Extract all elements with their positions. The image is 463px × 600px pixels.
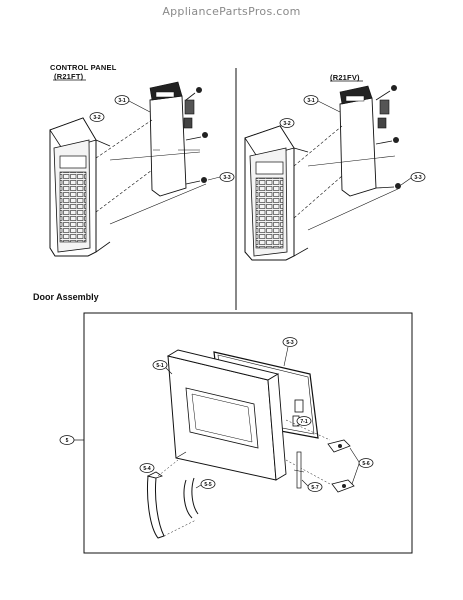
door-assembly-frame (83, 312, 413, 554)
svg-text:3-1: 3-1 (307, 98, 314, 104)
watermark: AppliancePartsPros.com (162, 5, 301, 18)
door-callout-5-7: 5-7 (301, 479, 323, 492)
right-callout-3-3: 3-3 (400, 172, 426, 186)
door-callout-5-1: 5-1 (152, 360, 173, 375)
left-panel-model: (R21FT) (54, 72, 84, 81)
svg-text:5-5: 5-5 (204, 482, 211, 488)
door-body (166, 349, 287, 481)
svg-text:7-1: 7-1 (300, 419, 307, 425)
door-callout-5-6: 5-6 (349, 447, 374, 485)
right-panel-model: (R21FV) (330, 73, 360, 82)
svg-text:5-1: 5-1 (156, 363, 163, 369)
right-callout-3-2: 3-2 (279, 118, 295, 128)
left-panel-title: CONTROL PANEL (50, 63, 117, 72)
right-control-panel (244, 85, 401, 261)
svg-text:3-2: 3-2 (283, 121, 290, 127)
left-callout-3-2: 3-2 (89, 112, 105, 122)
svg-text:3-1: 3-1 (118, 98, 125, 104)
svg-text:5-6: 5-6 (362, 461, 369, 467)
left-callout-3-1: 3-1 (114, 95, 151, 113)
left-control-panel (49, 81, 208, 257)
door-callout-5-3: 5-3 (282, 337, 298, 367)
door-hinge-parts (285, 399, 355, 493)
door-callout-5-4: 5-4 (139, 463, 155, 473)
svg-text:5-3: 5-3 (286, 340, 293, 346)
svg-text:3-3: 3-3 (223, 175, 230, 181)
right-callout-3-1: 3-1 (303, 95, 341, 113)
svg-text:5-4: 5-4 (143, 466, 150, 472)
svg-text:5: 5 (66, 438, 69, 444)
svg-text:5-7: 5-7 (311, 485, 318, 491)
door-callout-5-5: 5-5 (195, 479, 216, 489)
left-callout-3-3: 3-3 (207, 172, 235, 182)
svg-text:3-3: 3-3 (414, 175, 421, 181)
door-callout-5: 5 (59, 435, 84, 445)
door-assembly-title: Door Assembly (33, 292, 99, 302)
door-callout-7-1: 7-1 (296, 416, 312, 426)
svg-text:3-2: 3-2 (93, 115, 100, 121)
door-handle (146, 459, 199, 539)
